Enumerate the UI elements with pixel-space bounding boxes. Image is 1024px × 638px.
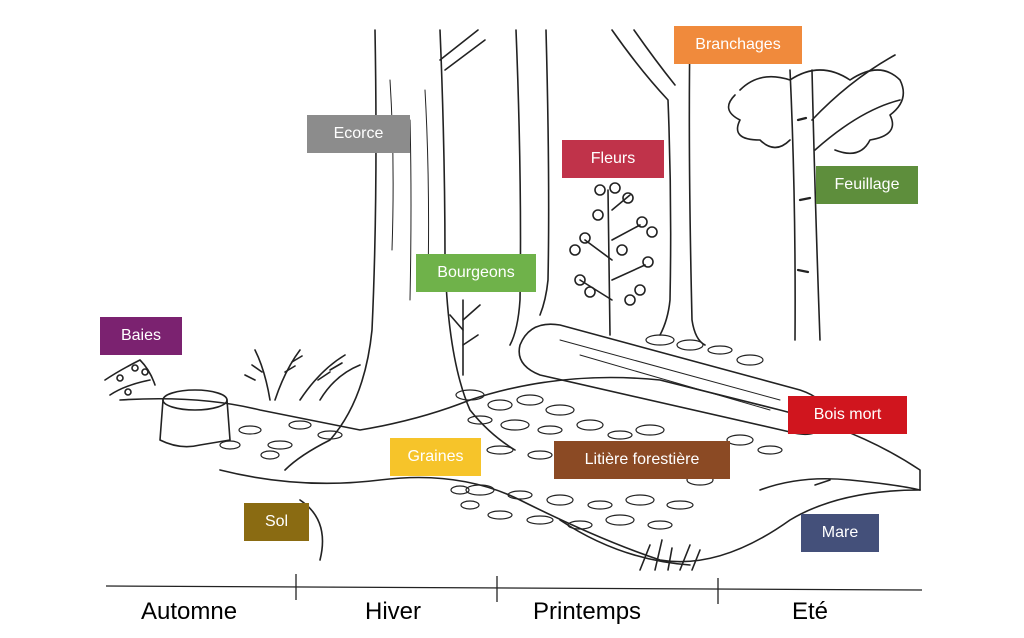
label-sol-text: Sol: [264, 513, 289, 530]
label-branchages: Branchages: [674, 26, 802, 64]
label-fleurs-text: Fleurs: [590, 150, 636, 167]
label-feuillage-text: Feuillage: [834, 176, 900, 193]
label-litiere-forestiere: Litière forestière: [554, 441, 730, 479]
season-hiver: Hiver: [365, 598, 422, 625]
label-baies-text: Baies: [120, 327, 162, 344]
pond: [759, 477, 921, 491]
label-bois-mort-text: Bois mort: [813, 406, 882, 423]
label-sol: Sol: [244, 503, 309, 541]
tree-stump-with-berries: [104, 359, 231, 448]
litter-pebbles: [219, 334, 783, 530]
label-graines-text: Graines: [407, 448, 464, 465]
label-graines: Graines: [390, 438, 481, 476]
label-litiere-forestiere-text: Litière forestière: [584, 451, 700, 468]
label-mare: Mare: [801, 514, 879, 552]
flowering-shrub: [569, 182, 658, 336]
label-bourgeons-text: Bourgeons: [437, 264, 515, 281]
label-branchages-text: Branchages: [695, 36, 781, 53]
ferns: [244, 349, 361, 401]
label-ecorce-text: Ecorce: [333, 125, 384, 142]
season-printemps: Printemps: [533, 598, 642, 625]
season-automne: Automne: [141, 598, 238, 625]
large-tree-trunk: [284, 29, 516, 471]
label-baies: Baies: [100, 317, 182, 355]
thin-tree-trunk: [509, 29, 550, 346]
grass-tuft: [639, 539, 701, 571]
season-timeline: [105, 574, 923, 604]
label-bois-mort: Bois mort: [788, 396, 907, 434]
label-fleurs: Fleurs: [562, 140, 664, 178]
label-ecorce: Ecorce: [307, 115, 410, 153]
label-feuillage: Feuillage: [816, 166, 918, 204]
label-mare-text: Mare: [821, 524, 859, 541]
birch-tree: [727, 54, 905, 341]
bud-sapling: [449, 299, 481, 376]
season-ete: Eté: [792, 598, 829, 625]
right-tree-trunk: [611, 29, 706, 346]
label-bourgeons: Bourgeons: [416, 254, 536, 292]
